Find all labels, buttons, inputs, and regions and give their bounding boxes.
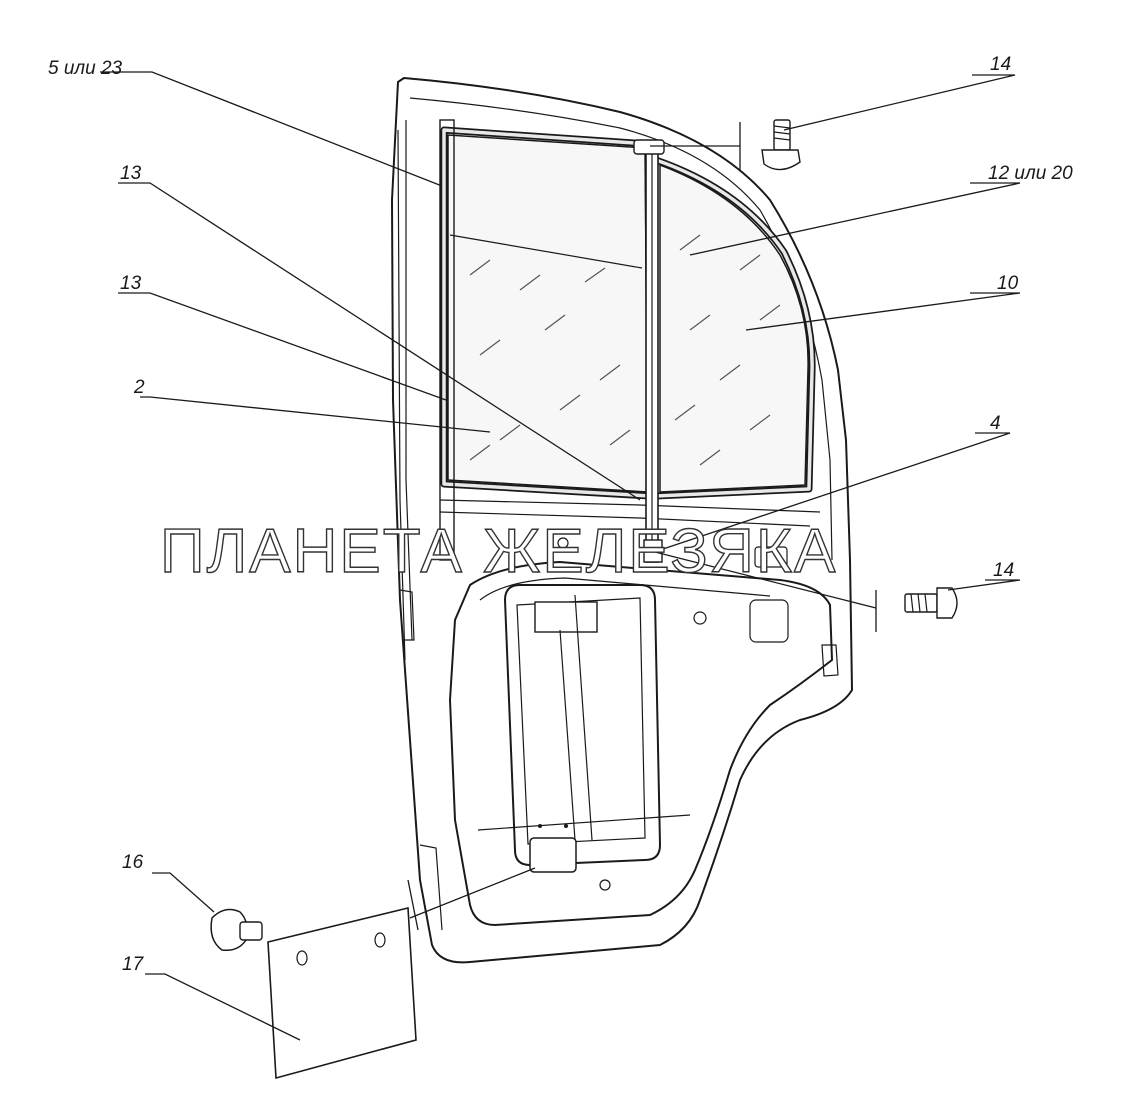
- callout-14-middle: 14: [993, 560, 1014, 581]
- callout-16: 16: [122, 852, 144, 873]
- callout-2: 2: [133, 377, 145, 398]
- callout-17: 17: [122, 954, 145, 975]
- regulator-aperture: [504, 584, 661, 866]
- watermark: ПЛАНЕТА ЖЕЛЕЗЯКА: [160, 517, 837, 586]
- callout-13-a: 13: [120, 163, 142, 184]
- panel-features: [529, 537, 789, 891]
- callout-13-b: 13: [120, 273, 142, 294]
- assembly-lines: [407, 122, 877, 931]
- leader-lines: [100, 71, 1021, 1041]
- front-glass: [659, 163, 809, 493]
- callout-14-top: 14: [990, 54, 1011, 75]
- rear-glass: [447, 134, 649, 493]
- bolt-middle: [904, 587, 958, 619]
- callout-10: 10: [997, 273, 1019, 294]
- division-channel: [439, 119, 665, 563]
- plug-16: [210, 908, 263, 952]
- callout-12-or-20: 12 или 20: [988, 163, 1073, 184]
- cover-plate-17: [267, 906, 417, 1080]
- callout-4: 4: [990, 413, 1001, 434]
- callout-labels: 5 или 23 14 13 12 или 20 13 10 2 4 14 16…: [48, 54, 1073, 975]
- bolt-top: [761, 119, 801, 171]
- callout-5-or-23: 5 или 23: [48, 58, 123, 79]
